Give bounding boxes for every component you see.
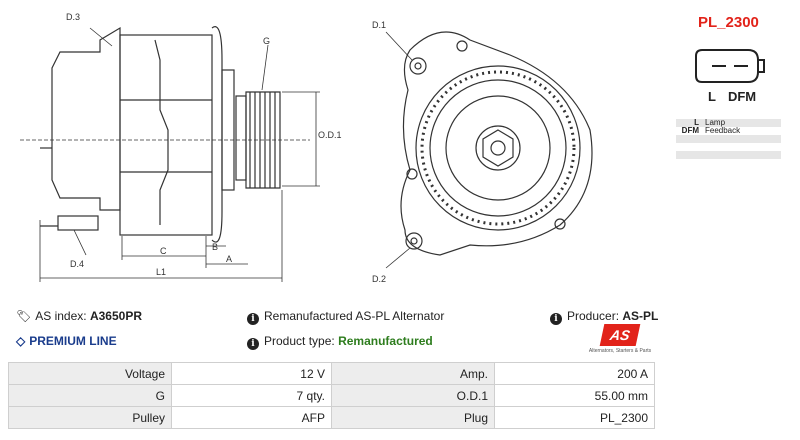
label-d3: D.3 (66, 12, 80, 22)
spec-table: Voltage 12 V Amp. 200 A G 7 qty. O.D.1 5… (7, 362, 655, 429)
pin-dfm-label: DFM (727, 89, 757, 104)
premium-line-label: PREMIUM LINE (29, 334, 117, 348)
label-l1: L1 (156, 267, 166, 277)
info-icon: i (247, 313, 259, 325)
spec-label: Pulley (7, 406, 173, 429)
spec-value: AFP (171, 406, 332, 429)
pin-row (676, 151, 781, 159)
label-b: B (212, 242, 218, 252)
pin-desc (702, 151, 781, 159)
spec-label: O.D.1 (330, 384, 496, 407)
spec-value: PL_2300 (494, 406, 655, 429)
info-icon: i (550, 313, 562, 325)
spec-value: 55.00 mm (494, 384, 655, 407)
pin-code: DFM (681, 126, 699, 135)
plug-pin-labels: L DFM (708, 89, 788, 104)
pin-row (676, 143, 781, 151)
premium-line: ◇PREMIUM LINE (16, 334, 117, 348)
product-type: i Product type: Remanufactured (247, 334, 433, 350)
spec-value: 12 V (171, 362, 332, 385)
spec-label: Plug (330, 406, 496, 429)
as-index-label: AS index: (35, 309, 87, 323)
product-type-value: Remanufactured (338, 334, 433, 348)
diamond-icon: ◇ (16, 334, 26, 348)
label-c: C (160, 246, 167, 256)
as-index-value: A3650PR (89, 309, 142, 323)
table-row: G 7 qty. O.D.1 55.00 mm (7, 384, 655, 407)
description-text: Remanufactured AS-PL Alternator (264, 309, 445, 323)
pin-desc: Lamp (702, 119, 781, 127)
plug-name: PL_2300 (698, 14, 759, 31)
pin-code (676, 135, 702, 143)
pin-row (676, 135, 781, 143)
alternator-technical-drawing: D.3 G O.D.1 D.4 C B A L1 D.1 D.2 (20, 12, 593, 284)
label-a: A (226, 254, 232, 264)
spec-label: Voltage (7, 362, 173, 385)
pin-desc: Feedback (705, 126, 741, 135)
plug-connector-icon (695, 49, 765, 83)
info-icon: i (247, 338, 259, 350)
producer-value: AS-PL (622, 309, 659, 323)
pin-row: DFM Feedback (676, 127, 781, 135)
label-d4: D.4 (70, 259, 84, 269)
label-od1: O.D.1 (318, 130, 342, 140)
table-row: Voltage 12 V Amp. 200 A (7, 362, 655, 385)
logo-tagline: Alternators, Starters & Parts (588, 348, 652, 354)
label-g: G (263, 36, 270, 46)
label-d2: D.2 (372, 274, 386, 284)
producer-label: Producer: (567, 309, 620, 323)
pin-l-label: L (708, 89, 716, 104)
pin-code: L (676, 119, 702, 127)
producer: i Producer: AS-PL (550, 309, 658, 325)
tag-icon: 🏷︎ (16, 309, 32, 323)
spec-label: G (7, 384, 173, 407)
spec-value: 200 A (494, 362, 655, 385)
pin-desc (702, 135, 781, 143)
pin-desc (702, 143, 781, 151)
pin-code (676, 143, 702, 151)
as-index: 🏷︎AS index: A3650PR (16, 309, 142, 323)
product-type-label: Product type: (264, 334, 335, 348)
description: i Remanufactured AS-PL Alternator (247, 309, 444, 325)
pin-code (676, 151, 702, 159)
as-pl-logo: AS Alternators, Starters & Parts (582, 324, 658, 360)
spec-label: Amp. (330, 362, 496, 385)
logo-mark: AS (599, 324, 641, 346)
label-d1: D.1 (372, 20, 386, 30)
spec-value: 7 qty. (171, 384, 332, 407)
table-row: Pulley AFP Plug PL_2300 (7, 406, 655, 429)
